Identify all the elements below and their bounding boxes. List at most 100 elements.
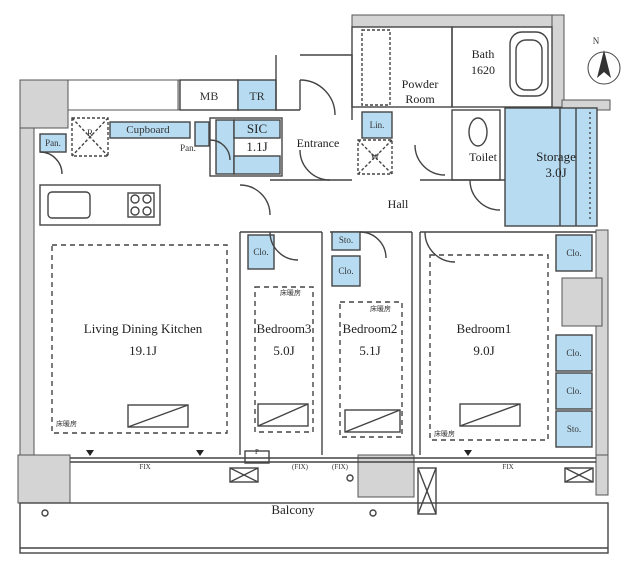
hall-name: Hall <box>387 197 409 211</box>
bedroom2-door <box>359 231 387 259</box>
sic-shelf-bottom <box>233 155 281 175</box>
powder-line2: Room <box>405 92 435 106</box>
sic-shelf-top <box>233 119 281 139</box>
linen-closet <box>361 111 393 139</box>
wall-column-sw <box>17 454 71 504</box>
bedroom2-name: Bedroom2 <box>342 321 398 336</box>
closet-bedroom3 <box>247 234 275 270</box>
pantry-door <box>39 151 63 175</box>
bedroom1-door <box>424 231 456 263</box>
kitchen-counter <box>39 184 161 226</box>
bedroom3-door <box>269 231 299 261</box>
fix-bedroom1: FIX <box>502 463 514 471</box>
linen-label: Lin. <box>369 120 385 130</box>
compass-icon <box>587 50 621 85</box>
wall-column-e <box>561 277 603 327</box>
storage-bedroom2 <box>331 231 361 251</box>
wall-column-nw <box>19 79 69 129</box>
bedroom3-heating <box>254 286 314 433</box>
storage-name: Storage <box>536 149 576 164</box>
toilet-name: Toilet <box>469 150 497 164</box>
pipe-label: P <box>255 448 259 456</box>
fix-paren-1: (FIX) <box>292 463 308 471</box>
ldk-floor-heating <box>51 244 228 434</box>
bed-ldk <box>127 404 189 428</box>
sic-door <box>209 139 231 161</box>
bedroom3-area: 5.0J <box>273 343 295 358</box>
ldk-area: 19.1J <box>129 343 157 358</box>
bed-bedroom1 <box>459 403 521 427</box>
balcony <box>19 502 609 554</box>
wall-mid-left <box>67 79 179 111</box>
entrance-wall-2 <box>300 54 353 120</box>
bath-size: 1620 <box>471 63 495 77</box>
compass-label: N <box>592 36 600 46</box>
vent-2 <box>564 467 594 483</box>
refrigerator <box>71 117 109 157</box>
floor-heating-bedroom2: 床暖房 <box>370 305 391 313</box>
tr-label: TR <box>249 89 265 103</box>
washer-space <box>357 139 393 175</box>
vent-1 <box>229 467 259 483</box>
powder-room <box>351 26 453 108</box>
powder-line1: Powder <box>401 77 439 91</box>
bedroom1-area: 9.0J <box>473 343 495 358</box>
sic-room <box>209 117 283 177</box>
pantry-label-left: Pan. <box>45 138 61 148</box>
pantry-left <box>39 133 67 153</box>
toilet-door <box>469 179 501 211</box>
sto-bedroom1-label: Sto. <box>566 424 582 434</box>
bathtub <box>509 31 549 97</box>
storage-area: 3.0J <box>545 165 567 180</box>
entrance-wall <box>275 55 300 111</box>
hatch <box>417 467 437 515</box>
cupboard <box>109 121 191 139</box>
closet-bedroom2 <box>331 255 361 287</box>
sic-area: 1.1J <box>246 139 268 154</box>
tr-closet <box>237 79 277 111</box>
vanity <box>361 29 391 106</box>
clo-bedroom3-label: Clo. <box>253 247 269 257</box>
bath-name: Bath <box>471 47 495 61</box>
washer-label: W <box>370 152 380 162</box>
pantry-label-mid: Pan. <box>180 143 196 153</box>
entrance-inner-door <box>299 149 331 181</box>
bed-bedroom3 <box>257 403 309 427</box>
floor-heating-bedroom3: 床暖房 <box>280 289 301 297</box>
floor-heating-ldk: 床暖房 <box>56 420 77 428</box>
closet-bedroom1-b <box>555 372 593 410</box>
balcony-name: Balcony <box>271 502 315 517</box>
clo-bedroom1-a-label: Clo. <box>566 348 582 358</box>
sic-name: SIC <box>246 121 268 136</box>
toilet-bowl <box>468 117 488 147</box>
bedroom3-name: Bedroom3 <box>256 321 312 336</box>
wall-right <box>595 229 609 459</box>
storage-bedroom1 <box>555 410 593 448</box>
wall-top-right <box>551 14 565 108</box>
entrance-name: Entrance <box>296 136 340 150</box>
wall-left <box>19 127 35 459</box>
closet-bedroom1-a <box>555 334 593 372</box>
powder-door <box>414 144 446 176</box>
fix-paren-2: (FIX) <box>332 463 348 471</box>
bedroom2-heating <box>339 301 403 438</box>
bedroom1-heating <box>429 254 549 441</box>
sto-bedroom2-label: Sto. <box>338 235 354 245</box>
cupboard-label: Cupboard <box>126 124 170 136</box>
wall-column-se <box>595 454 609 496</box>
clo-bedroom1-top-label: Clo. <box>566 248 582 258</box>
clo-bedroom1-b-label: Clo. <box>566 386 582 396</box>
ldk-door <box>239 184 271 216</box>
refrigerator-label: R <box>86 128 94 138</box>
floor-heating-bedroom1: 床暖房 <box>434 430 455 438</box>
pantry-mid <box>194 121 210 147</box>
bath-room <box>451 26 553 108</box>
storage-room <box>504 107 598 227</box>
entrance-door <box>299 79 336 116</box>
bed-bedroom2 <box>344 409 401 433</box>
clo-bedroom2-label: Clo. <box>338 266 354 276</box>
bedroom2-area: 5.1J <box>359 343 381 358</box>
fix-ldk: FIX <box>139 463 151 471</box>
wall-top-center <box>351 14 553 28</box>
